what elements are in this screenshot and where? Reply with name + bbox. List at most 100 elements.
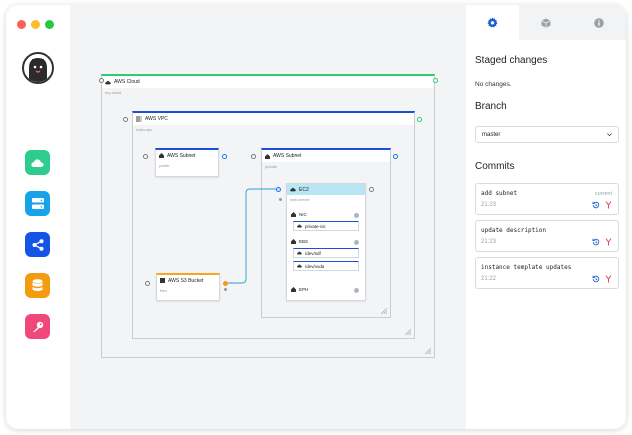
ebs-item[interactable]: /dev/xvda [293, 261, 359, 271]
commit-time: 21:22 [481, 276, 497, 282]
commit-message: instance template updates [481, 264, 572, 271]
subnet-private-port-left[interactable] [250, 153, 256, 159]
info-icon [594, 17, 605, 28]
aws-vpc-port-left[interactable] [122, 116, 128, 122]
commit-time: 21:23 [481, 202, 497, 208]
s3-bucket-label: AWS S3 Bucket [168, 277, 204, 284]
app-window: AWS Cloud my-cloud AWS VPC main-vpc AWS … [6, 5, 626, 429]
nic-item-label: private-nic [305, 223, 326, 229]
s3-port-right[interactable] [222, 280, 228, 286]
server-icon [31, 198, 44, 209]
share-icon [32, 238, 43, 251]
ebs-label: EBS [299, 239, 309, 244]
s3-bucket-node[interactable]: AWS S3 Bucket files [156, 273, 220, 301]
resize-handle-icon[interactable] [381, 308, 387, 314]
aws-vpc-header: AWS VPC [133, 113, 414, 125]
resize-handle-icon[interactable] [425, 348, 431, 354]
commit-message: add subnet [481, 190, 518, 197]
branch-select[interactable]: master [475, 126, 619, 143]
subnet-private-group[interactable]: AWS Subnet private [261, 148, 391, 318]
commit-current-tag: current [594, 191, 612, 197]
minimize-window-button[interactable] [31, 20, 40, 29]
key-icon [32, 321, 43, 332]
eph-section-header: EPH [291, 285, 361, 294]
branch-icon[interactable] [605, 275, 612, 283]
aws-vpc-sub: main-vpc [136, 127, 153, 132]
ec2-node[interactable]: EC2 web-server NIC private-nic EBS /dev/… [286, 183, 366, 301]
ebs-item-label: /dev/xvda [305, 263, 325, 269]
ebs-item-label: /dev/sdf [305, 250, 321, 256]
cloud-icon [297, 224, 302, 228]
aws-cloud-port-right[interactable] [432, 77, 438, 83]
ebs-icon [291, 239, 296, 244]
aws-vpc-port-right[interactable] [416, 116, 422, 122]
subnet-icon [265, 153, 270, 159]
properties-panel: Staged changes No changes. Branch master… [466, 5, 626, 429]
commit-time: 21:23 [481, 239, 497, 245]
ebs-add-icon[interactable] [354, 240, 359, 245]
nic-section-header: NIC [291, 210, 361, 219]
diagram-canvas[interactable]: AWS Cloud my-cloud AWS VPC main-vpc AWS … [70, 5, 466, 429]
aws-cloud-port-left[interactable] [98, 77, 104, 83]
s3-bucket-sub: files [160, 288, 168, 293]
cloud-icon [31, 158, 44, 167]
sidebar-item-key[interactable] [25, 314, 50, 339]
cloud-icon [105, 80, 111, 84]
history-icon[interactable] [592, 275, 600, 283]
aws-cloud-group[interactable]: AWS Cloud my-cloud [101, 74, 435, 358]
branch-icon[interactable] [605, 201, 612, 209]
branch-icon[interactable] [605, 238, 612, 246]
nic-label: NIC [299, 212, 307, 217]
sidebar-item-database[interactable] [25, 273, 50, 298]
aws-cloud-label: AWS Cloud [114, 79, 140, 85]
maximize-window-button[interactable] [45, 20, 54, 29]
commits-title: Commits [475, 161, 515, 172]
sidebar [6, 5, 70, 429]
s3-port-left[interactable] [144, 280, 150, 286]
cloud-icon [297, 251, 302, 255]
aws-vpc-group[interactable]: AWS VPC main-vpc [132, 111, 415, 339]
database-icon [32, 279, 43, 292]
ec2-port-right[interactable] [368, 186, 374, 192]
cube-icon [541, 18, 551, 28]
chevron-down-icon [607, 133, 612, 137]
commit-item[interactable]: add subnet current 21:23 [475, 183, 619, 215]
resize-handle-icon[interactable] [405, 329, 411, 335]
eph-label: EPH [299, 287, 309, 292]
subnet-private-label: AWS Subnet [273, 153, 302, 159]
subnet-private-sub: private [265, 164, 278, 169]
cloud-icon [290, 187, 296, 192]
subnet-public-node[interactable]: AWS Subnet public [155, 148, 219, 177]
branch-select-value: master [482, 131, 501, 138]
tab-info[interactable] [572, 5, 626, 40]
subnet-private-header: AWS Subnet [262, 150, 390, 162]
ebs-item[interactable]: /dev/sdf [293, 248, 359, 258]
staged-changes-status: No changes. [475, 81, 512, 88]
branch-title: Branch [475, 101, 507, 112]
ec2-port-left[interactable] [275, 186, 281, 192]
history-icon[interactable] [592, 201, 600, 209]
sidebar-item-server[interactable] [25, 191, 50, 216]
aws-vpc-label: AWS VPC [145, 116, 168, 122]
avatar[interactable] [22, 52, 54, 84]
subnet-icon [159, 153, 164, 158]
nic-add-icon[interactable] [354, 213, 359, 218]
bucket-icon [160, 278, 165, 283]
commit-item[interactable]: instance template updates 21:22 [475, 257, 619, 289]
subnet-private-port-right[interactable] [392, 153, 398, 159]
tab-settings[interactable] [466, 5, 520, 40]
history-icon[interactable] [592, 238, 600, 246]
nic-item[interactable]: private-nic [293, 221, 359, 231]
s3-anchor-dot [224, 288, 227, 291]
eph-add-icon[interactable] [354, 288, 359, 293]
s3-bucket-header: AWS S3 Bucket [157, 275, 219, 286]
cloud-icon [297, 264, 302, 268]
commit-item[interactable]: update description 21:23 [475, 220, 619, 252]
subnet-public-port-right[interactable] [221, 153, 227, 159]
tab-resources[interactable] [519, 5, 573, 40]
subnet-public-port-left[interactable] [142, 153, 148, 159]
close-window-button[interactable] [17, 20, 26, 29]
nic-icon [291, 212, 296, 217]
sidebar-item-cloud[interactable] [25, 150, 50, 175]
sidebar-item-share[interactable] [25, 232, 50, 257]
